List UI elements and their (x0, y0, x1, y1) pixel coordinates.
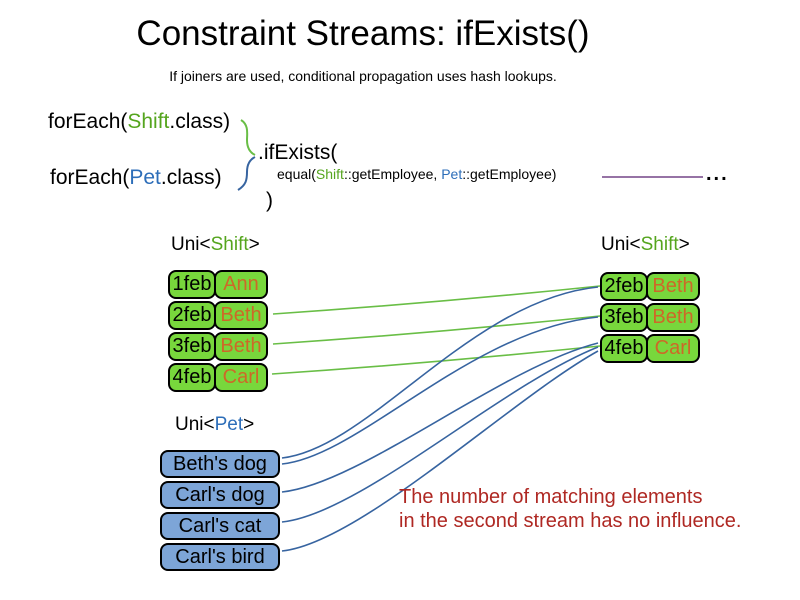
label-text: > (248, 234, 260, 255)
shift-row: 3feb Beth (168, 332, 268, 361)
subtitle: If joiners are used, conditional propaga… (169, 68, 557, 84)
code-text: ::getEmployee) (462, 166, 557, 182)
shift-employee-cell: Beth (214, 301, 268, 330)
right-shift-table: 2feb Beth 3feb Beth 4feb Carl (600, 272, 700, 365)
annotation-line: in the second stream has no influence. (399, 510, 742, 532)
shift-row: 3feb Beth (600, 303, 700, 332)
right-shift-label: Uni<Shift> (601, 234, 690, 256)
shift-date-cell: 2feb (168, 301, 216, 330)
shift-employee-cell: Carl (214, 363, 268, 392)
code-foreach-shift: forEach(Shift.class) (48, 110, 230, 134)
label-text: Uni< (601, 234, 641, 255)
pet-link-beths-dog-3feb (281, 316, 599, 465)
shift-link-3feb (272, 315, 601, 345)
code-text: .class) (169, 110, 231, 133)
pet-type-token: Pet (214, 414, 244, 435)
brace-top-green (240, 119, 256, 156)
shift-date-cell: 1feb (168, 270, 216, 299)
code-text: ::getEmployee, (343, 166, 442, 182)
shift-date-cell: 4feb (600, 334, 648, 363)
pet-list: Beth's dog Carl's dog Carl's cat Carl's … (160, 450, 280, 574)
pet-type-token: Pet (129, 166, 161, 189)
label-text: Uni< (175, 414, 215, 435)
code-equal-joiner: equal(Shift::getEmployee, Pet::getEmploy… (277, 166, 556, 182)
shift-date-cell: 2feb (600, 272, 648, 301)
pet-item: Beth's dog (160, 450, 280, 478)
code-text: equal( (277, 166, 316, 182)
code-ifexists: .ifExists( (258, 141, 338, 164)
ellipsis: ... (706, 163, 729, 185)
left-shift-table: 1feb Ann 2feb Beth 3feb Beth 4feb Carl (168, 270, 268, 394)
annotation-line: The number of matching elements (399, 486, 703, 508)
pet-item: Carl's dog (160, 481, 280, 509)
code-foreach-pet: forEach(Pet.class) (50, 166, 222, 190)
shift-date-cell: 3feb (168, 332, 216, 361)
pet-item: Carl's cat (160, 512, 280, 540)
shift-link-2feb (272, 285, 601, 315)
shift-row: 4feb Carl (600, 334, 700, 363)
shift-type-token: Shift (127, 110, 170, 133)
pet-label: Uni<Pet> (175, 414, 254, 436)
shift-link-4feb (271, 345, 601, 375)
shift-row: 2feb Beth (168, 301, 268, 330)
code-close-paren: ) (266, 189, 273, 212)
shift-type-token: Shift (315, 166, 344, 182)
shift-employee-cell: Beth (214, 332, 268, 361)
shift-employee-cell: Carl (646, 334, 700, 363)
shift-type-token: Shift (210, 234, 249, 255)
label-text: > (243, 414, 255, 435)
left-shift-label: Uni<Shift> (171, 234, 260, 256)
shift-date-cell: 4feb (168, 363, 216, 392)
page-title: Constraint Streams: ifExists() (136, 14, 590, 53)
shift-row: 1feb Ann (168, 270, 268, 299)
annotation-note: The number of matching elements in the s… (399, 485, 741, 533)
label-text: > (678, 234, 690, 255)
shift-row: 2feb Beth (600, 272, 700, 301)
pet-type-token: Pet (441, 166, 463, 182)
code-text: forEach( (50, 166, 130, 189)
shift-employee-cell: Beth (646, 272, 700, 301)
pet-link-carls-dog-4feb (281, 342, 599, 493)
shift-employee-cell: Ann (214, 270, 268, 299)
brace-bottom-blue (237, 156, 256, 191)
shift-row: 4feb Carl (168, 363, 268, 392)
label-text: Uni< (171, 234, 211, 255)
pet-item: Carl's bird (160, 543, 280, 571)
shift-type-token: Shift (640, 234, 679, 255)
shift-date-cell: 3feb (600, 303, 648, 332)
pet-link-beths-dog-2feb (281, 286, 599, 459)
shift-employee-cell: Beth (646, 303, 700, 332)
code-text: .class) (160, 166, 222, 189)
code-text: forEach( (48, 110, 128, 133)
